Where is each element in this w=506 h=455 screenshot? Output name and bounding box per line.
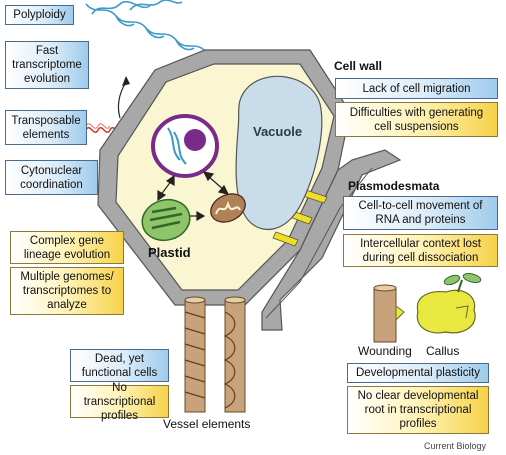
vessel-elements-label: Vessel elements — [163, 417, 251, 431]
lack-migration-box: Lack of cell migration — [335, 78, 498, 99]
wounding-stem-icon — [373, 284, 405, 343]
polyploidy-box: Polyploidy — [5, 5, 74, 25]
fast-transcriptome-box: Fast transcriptome evolution — [5, 41, 89, 89]
nucleolus — [184, 129, 206, 151]
polyploidy-label: Polyploidy — [13, 9, 66, 21]
rna-movement-label: Cell-to-cell movement of RNA and protein… — [358, 200, 483, 226]
cell-wall-header: Cell wall — [334, 59, 383, 73]
nucleus — [151, 114, 219, 178]
vessel-element-1 — [184, 296, 206, 413]
wounding-label: Wounding — [358, 344, 412, 358]
dev-plasticity-box: Developmental plasticity — [347, 363, 489, 383]
credit-label: Current Biology — [424, 441, 487, 451]
no-root-box: No clear developmental root in transcrip… — [347, 386, 489, 434]
intercellular-label: Intercellular context lost during cell d… — [360, 237, 481, 264]
vacuole — [235, 75, 323, 230]
plastid — [141, 198, 191, 242]
cytonuclear-box: Cytonuclear coordination — [5, 160, 98, 195]
complex-gene-box: Complex gene lineage evolution — [10, 231, 124, 264]
multiple-genomes-box: Multiple genomes/ transcriptomes to anal… — [10, 267, 124, 315]
transposable-box: Transposable elements — [5, 110, 87, 145]
dead-functional-label: Dead, yet functional cells — [81, 352, 158, 379]
difficulties-label: Difficulties with generating cell suspen… — [349, 106, 484, 133]
callus-label: Callus — [426, 344, 460, 358]
no-root-label: No clear developmental root in transcrip… — [357, 390, 479, 430]
dead-functional-box: Dead, yet functional cells — [70, 349, 169, 382]
intercellular-box: Intercellular context lost during cell d… — [343, 234, 498, 267]
vessel-element-2 — [223, 296, 246, 413]
fast-transcriptome-label: Fast transcriptome evolution — [12, 45, 82, 85]
mitochondrion — [210, 193, 246, 223]
curved-arrow-icon — [117, 81, 127, 119]
no-profiles-box: No transcriptional profiles — [70, 382, 169, 422]
complex-gene-label: Complex gene lineage evolution — [23, 234, 111, 261]
rna-movement-box: Cell-to-cell movement of RNA and protein… — [343, 196, 498, 230]
plastid-label: Plastid — [148, 245, 191, 260]
plasmodesmata-header: Plasmodesmata — [348, 179, 440, 193]
transposable-label: Transposable elements — [11, 114, 81, 141]
lack-migration-label: Lack of cell migration — [362, 82, 471, 95]
multiple-genomes-label: Multiple genomes/ transcriptomes to anal… — [20, 271, 114, 311]
cytonuclear-label: Cytonuclear coordination — [20, 164, 83, 191]
dev-plasticity-label: Developmental plasticity — [355, 367, 480, 379]
callus-icon — [416, 272, 482, 334]
vacuole-label: Vacuole — [253, 124, 303, 139]
difficulties-box: Difficulties with generating cell suspen… — [335, 102, 498, 137]
no-profiles-label: No transcriptional profiles — [83, 381, 156, 422]
